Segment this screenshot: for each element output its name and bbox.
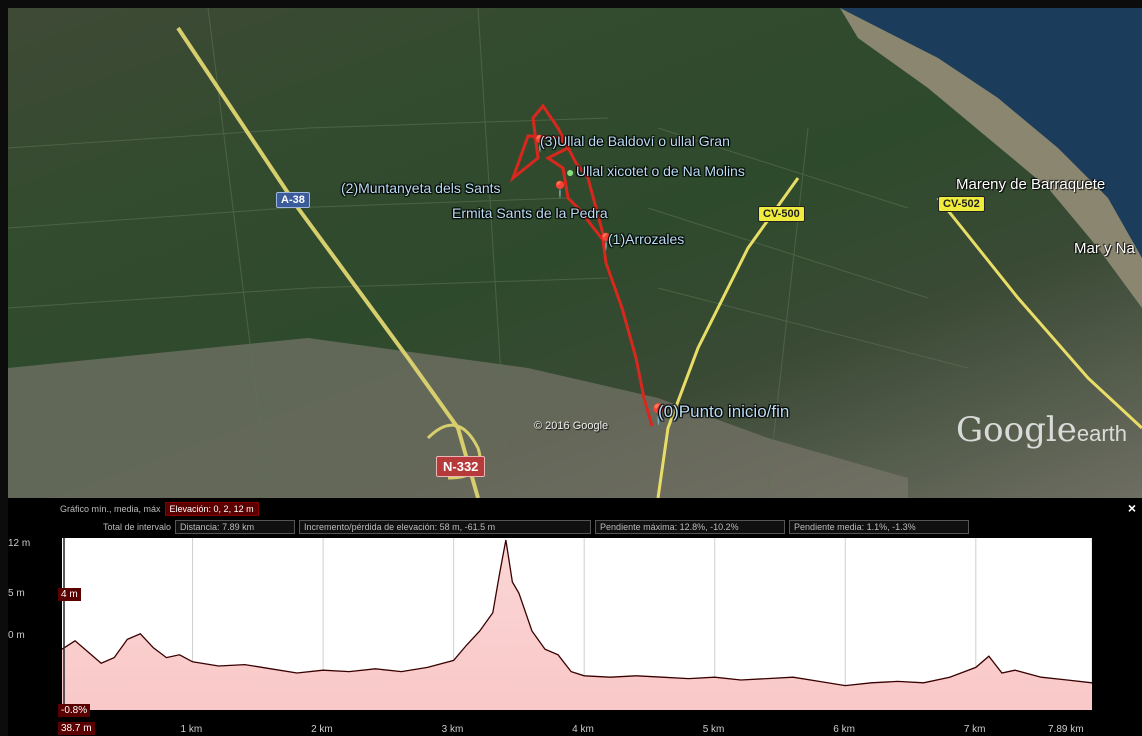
road-cv502 [936, 197, 1142, 430]
road-cv500 [656, 177, 800, 498]
pin-icon: 📍 [596, 234, 616, 251]
elevation-gain-stat[interactable]: Incremento/pérdida de elevación: 58 m, -… [299, 520, 592, 534]
map-overlay [8, 8, 1142, 498]
x-tick-label: 7 km [963, 724, 986, 735]
profile-row-2: Total de intervalo Distancia: 7.89 km In… [103, 520, 970, 534]
profile-row-1: Gráfico mín., media, máx Elevación: 0, 2… [60, 502, 259, 516]
x-tick-label: 1 km [180, 724, 203, 735]
satellite-map[interactable]: 📍 (3)Ullal de Baldoví o ullal Gran ● Ull… [8, 8, 1142, 498]
placemark-ermita-label: Ermita Sants de la Pedra [452, 205, 608, 221]
cursor-distance: 38.7 m [58, 722, 95, 735]
elevation-stats[interactable]: Elevación: 0, 2, 12 m [164, 502, 259, 516]
y-tick-label: 5 m [8, 588, 25, 599]
google-earth-logo: Googleearth [956, 410, 1127, 450]
chart-stats-label: Gráfico mín., media, máx [60, 504, 161, 514]
elevation-profile-panel: Gráfico mín., media, máx Elevación: 0, 2… [8, 498, 1142, 736]
x-tick-label: 4 km [572, 724, 594, 735]
placemark-2-label: (2)Muntanyeta dels Sants [341, 180, 501, 196]
placemark-0-label: (0)Punto inicio/fin [658, 402, 790, 421]
x-tick-label: 7.89 km [1048, 724, 1084, 735]
elevation-area [62, 540, 1092, 710]
placemark-3-label: (3)Ullal de Baldoví o ullal Gran [540, 133, 730, 149]
town-label-mar-y-na: Mar y Na [1074, 240, 1135, 257]
avg-slope-stat[interactable]: Pendiente media: 1.1%, -1.3% [789, 520, 970, 534]
x-tick-label: 5 km [702, 724, 725, 735]
brand-main: Google [956, 410, 1077, 450]
distance-stat[interactable]: Distancia: 7.89 km [175, 520, 296, 534]
x-tick-label: 2 km [311, 724, 333, 735]
pin-icon: 📍 [646, 404, 671, 426]
x-tick-label: 6 km [833, 724, 855, 735]
y-tick-label: 12 m [8, 538, 31, 549]
placemark-ullal-xicotet-label: Ullal xicotet o de Na Molins [576, 163, 745, 179]
urban-area [8, 338, 908, 498]
route-track[interactable] [509, 103, 654, 427]
placemark-1-label: (1)Arrozales [608, 231, 685, 247]
road-shield-n332: N-332 [436, 456, 486, 477]
pin-icon: 📍 [550, 182, 570, 199]
town-label-mareny: Mareny de Barraquete [956, 176, 1106, 193]
cursor-elevation: 4 m [58, 588, 81, 601]
y-tick-label: 0 m [8, 630, 25, 641]
coastal-town-area [840, 8, 1142, 308]
road-shield-a38: A-38 [276, 192, 310, 208]
elevation-chart-svg [62, 538, 1092, 710]
pin-icon: 📍 [530, 136, 550, 153]
road-shield-cv500: CV-500 [758, 206, 805, 222]
x-tick-label: 3 km [441, 724, 464, 735]
interval-total-label: Total de intervalo [103, 522, 172, 532]
elevation-chart[interactable] [62, 538, 1092, 710]
max-slope-stat[interactable]: Pendiente máxima: 12.8%, -10.2% [595, 520, 786, 534]
close-icon[interactable]: × [1127, 500, 1136, 516]
road-shield-cv502: CV-502 [938, 196, 985, 212]
sea [840, 8, 1142, 258]
brand-suffix: earth [1076, 421, 1128, 446]
elevation-line [62, 539, 1092, 687]
map-copyright: © 2016 Google [534, 420, 609, 432]
cursor-slope: -0.8% [58, 704, 91, 717]
pin-icon: ● [566, 164, 575, 180]
highway-a38 [176, 26, 480, 498]
field-lines [8, 8, 969, 489]
